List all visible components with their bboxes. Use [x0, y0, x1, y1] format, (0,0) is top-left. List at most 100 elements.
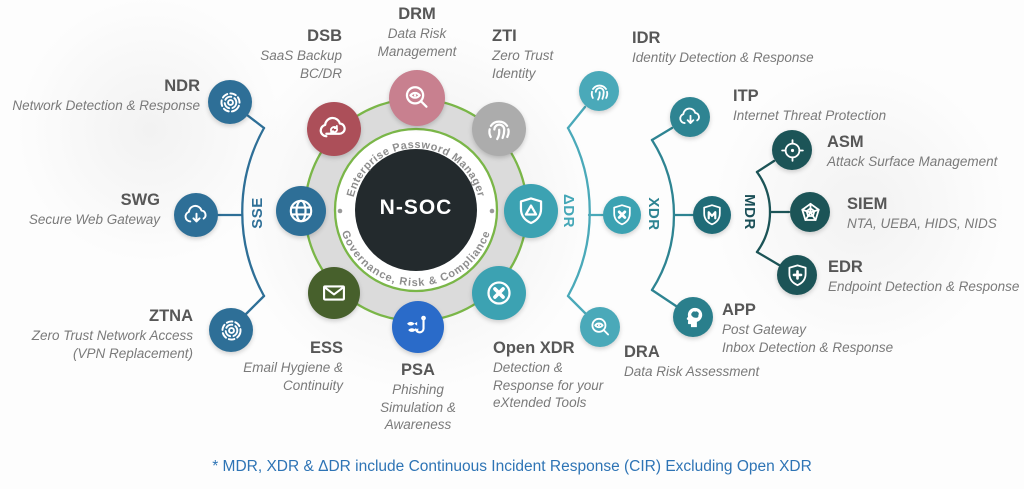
edr-icon: [777, 255, 817, 295]
shield-delta-icon: [519, 197, 543, 225]
sse-group-label: SSE: [227, 183, 287, 243]
swg-abbr: SWG: [120, 191, 160, 209]
adr-group-text: ΔDR: [560, 194, 578, 228]
dsb-desc: BC/DR: [299, 65, 342, 81]
zti-desc: Identity: [492, 65, 536, 81]
adr-ring-icon: [504, 184, 558, 238]
shield-x-icon: [613, 204, 631, 226]
web-icon: [800, 202, 820, 221]
xdr-bracket: [650, 126, 695, 308]
envelope-icon: [323, 285, 345, 301]
psa-desc: Simulation &: [380, 399, 456, 415]
edr-abbr: EDR: [828, 258, 863, 276]
target-icon: [780, 138, 804, 162]
circle-x-icon: [487, 281, 511, 305]
adr-group-label: ΔDR: [539, 181, 599, 241]
head-brain-icon: [686, 307, 702, 327]
nsoc-label: N-SOC: [379, 196, 453, 219]
globe-icon: [289, 199, 313, 223]
edr-desc: Endpoint Detection & Response: [828, 279, 1020, 294]
app-desc: Post Gateway: [722, 322, 807, 337]
footnote: * MDR, XDR & ΔDR include Continuous Inci…: [212, 458, 812, 475]
maze-icon: [220, 319, 242, 341]
maze-icon: [219, 91, 241, 113]
open-xdr-desc: eXtended Tools: [493, 395, 587, 410]
idr-desc: Identity Detection & Response: [632, 50, 814, 65]
nsoc-core-circle: [355, 149, 477, 271]
open-xdr-desc: Detection &: [493, 360, 563, 375]
ess-abbr: ESS: [309, 339, 343, 357]
ndr-abbr: NDR: [164, 77, 200, 95]
sse-bracket: [216, 113, 266, 316]
siem-abbr: SIEM: [847, 195, 888, 213]
label-idr: IDR Identity Detection & Response: [632, 28, 882, 67]
xdr-icon: [603, 196, 641, 234]
dra-icon: [580, 307, 620, 347]
mdr-icon: [693, 196, 731, 234]
psa-icon: [392, 301, 444, 353]
psa-desc: Phishing: [392, 382, 444, 397]
label-itp: ITP Internet Threat Protection: [733, 86, 963, 125]
drm-desc: Management: [377, 43, 457, 59]
asm-desc: Attack Surface Management: [827, 154, 998, 169]
idr-abbr: IDR: [632, 29, 661, 47]
dsb-desc: SaaS Backup: [260, 48, 342, 63]
label-ztna: ZTNA Zero Trust Network Access (VPN Repl…: [0, 306, 193, 362]
siem-icon: [790, 192, 830, 232]
adr-bracket: [566, 105, 605, 315]
ring-dot-right: [489, 208, 495, 214]
itp-desc: Internet Threat Protection: [733, 108, 887, 123]
zti-desc: Zero Trust: [492, 48, 554, 63]
label-edr: EDR Endpoint Detection & Response: [828, 257, 1024, 296]
zti-icon: [472, 102, 526, 156]
ztna-icon: [209, 308, 253, 352]
cloud-download-icon: [184, 204, 206, 222]
label-drm: DRM Data Risk Management: [327, 4, 507, 60]
mdr-bracket: [755, 159, 791, 267]
itp-abbr: ITP: [733, 87, 759, 105]
magnifier-eye-icon: [590, 317, 609, 335]
phishing-fish-hook-icon: [407, 315, 426, 334]
asm-abbr: ASM: [827, 133, 864, 151]
shield-m-icon: [703, 204, 721, 226]
dsb-icon: [307, 102, 361, 156]
open-xdr-ring-icon: [472, 266, 526, 320]
drm-abbr: DRM: [398, 5, 436, 23]
siem-desc: NTA, UEBA, HIDS, NIDS: [847, 216, 997, 231]
asm-icon: [772, 130, 812, 170]
dsb-abbr: DSB: [307, 27, 342, 45]
ring-dot-left: [337, 208, 343, 214]
label-swg: SWG Secure Web Gateway: [4, 190, 160, 229]
dra-abbr: DRA: [624, 343, 660, 361]
drm-icon: [389, 70, 445, 126]
fingerprint-icon: [590, 84, 608, 101]
psa-desc: Awareness: [384, 417, 452, 432]
mdr-group-text: MDR: [741, 194, 759, 230]
label-open-xdr: Open XDR Detection & Response for your e…: [493, 338, 653, 412]
idr-icon: [579, 71, 619, 111]
label-asm: ASM Attack Surface Management: [827, 132, 1024, 171]
sse-group-text: SSE: [248, 197, 266, 229]
label-app: APP Post Gateway Inbox Detection & Respo…: [722, 300, 952, 356]
app-desc: Inbox Detection & Response: [722, 339, 894, 355]
itp-icon: [670, 97, 710, 137]
label-zti: ZTI Zero Trust Identity: [492, 26, 612, 82]
drm-desc: Data Risk: [387, 26, 447, 41]
open-xdr-abbr: Open XDR: [493, 339, 575, 357]
xdr-group-label: XDR: [624, 184, 684, 244]
ztna-desc: (VPN Replacement): [72, 345, 193, 361]
cloud-download-icon: [678, 107, 700, 124]
swg-icon: [174, 193, 218, 237]
zti-abbr: ZTI: [492, 27, 517, 45]
label-siem: SIEM NTA, UEBA, HIDS, NIDS: [847, 194, 1024, 233]
ndr-desc: Network Detection & Response: [12, 98, 200, 113]
ztna-desc: Zero Trust Network Access: [31, 328, 193, 343]
sse-globe-icon: [276, 186, 326, 236]
label-dsb: DSB SaaS Backup BC/DR: [192, 26, 342, 82]
swg-desc: Secure Web Gateway: [28, 212, 160, 227]
magnifier-eye-icon: [405, 86, 428, 108]
xdr-group-text: XDR: [645, 197, 663, 231]
app-abbr: APP: [722, 301, 756, 319]
mdr-group-label: MDR: [720, 182, 780, 242]
